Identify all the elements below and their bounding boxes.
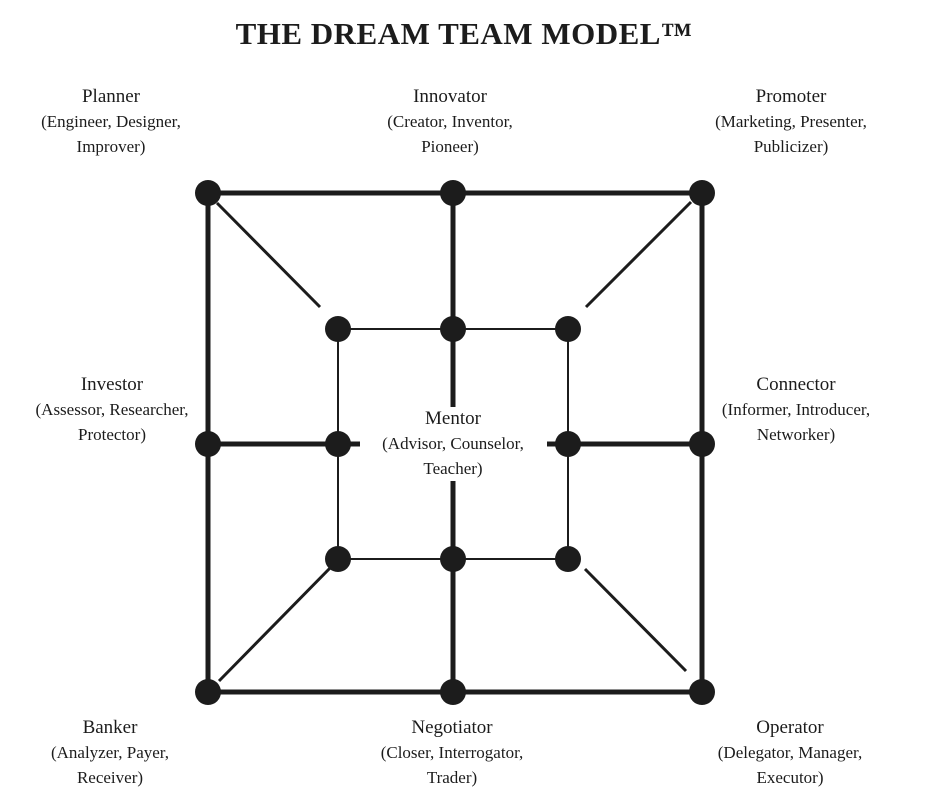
role-label-mentor: Mentor (Advisor, Counselor, Teacher) [382,406,524,481]
node-outer-bottom-center [440,679,466,705]
role-desc: Protector) [78,425,146,444]
node-inner-bottom-left [325,546,351,572]
node-inner-bottom-center [440,546,466,572]
node-outer-middle-left [195,431,221,457]
role-desc: Improver) [76,137,146,156]
role-label-promoter: Promoter (Marketing, Presenter, Publiciz… [715,84,867,159]
node-inner-top-right [555,316,581,342]
diagonal-bottom-left [217,563,335,683]
node-outer-middle-right [689,431,715,457]
role-desc: (Creator, Inventor, [387,112,513,131]
role-label-banker: Banker (Analyzer, Payer, Receiver) [51,715,169,790]
diagonal-bottom-right [583,567,688,673]
role-desc: (Assessor, Researcher, [35,400,189,419]
role-label-investor: Investor (Assessor, Researcher, Protecto… [36,372,189,447]
role-desc: (Engineer, Designer, [41,112,181,131]
role-desc: Pioneer) [421,137,479,156]
node-inner-top-left [325,316,351,342]
role-name: Innovator [413,86,487,107]
role-name: Mentor [425,408,481,429]
role-name: Investor [80,374,144,395]
role-desc: Trader) [426,768,478,787]
diagonal-top-left [215,201,322,309]
role-desc: Teacher) [423,459,483,478]
role-label-negotiator: Negotiator (Closer, Interrogator, Trader… [381,715,524,790]
role-label-operator: Operator (Delegator, Manager, Executor) [718,715,862,790]
role-desc: Publicizer) [753,137,829,156]
role-name: Connector [756,374,836,395]
role-label-planner: Planner (Engineer, Designer, Improver) [41,84,181,159]
node-inner-top-center [440,316,466,342]
node-outer-bottom-left [195,679,221,705]
role-name: Promoter [755,86,827,107]
role-name: Operator [756,717,824,738]
role-desc: (Advisor, Counselor, [382,434,524,453]
node-inner-bottom-right [555,546,581,572]
node-outer-top-center [440,180,466,206]
role-desc: (Delegator, Manager, [717,743,863,762]
role-label-connector: Connector (Informer, Introducer, Network… [722,372,870,447]
diagonal-top-right [584,200,693,309]
diagram-title: THE DREAM TEAM MODEL™ [235,16,693,51]
node-outer-top-left [195,180,221,206]
role-desc: Receiver) [76,768,144,787]
role-desc: (Analyzer, Payer, [50,743,170,762]
node-inner-middle-left [325,431,351,457]
role-name: Planner [81,86,141,107]
role-name: Banker [82,717,138,738]
role-desc: (Closer, Interrogator, [380,743,524,762]
role-label-innovator: Innovator (Creator, Inventor, Pioneer) [387,84,513,159]
role-desc: Executor) [756,768,824,787]
role-desc: (Marketing, Presenter, [715,112,867,131]
node-outer-top-right [689,180,715,206]
node-outer-bottom-right [689,679,715,705]
role-name: Negotiator [411,717,493,738]
node-inner-middle-right [555,431,581,457]
role-desc: Networker) [756,425,836,444]
role-desc: (Informer, Introducer, [721,400,871,419]
